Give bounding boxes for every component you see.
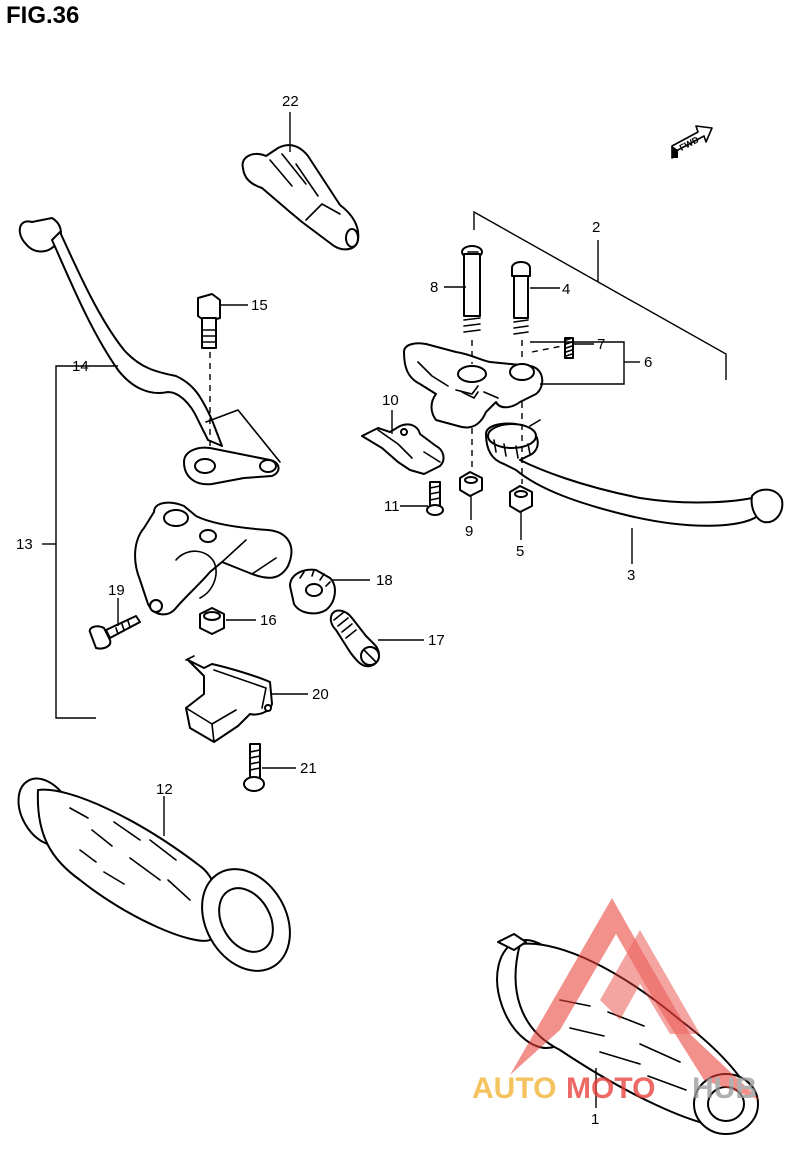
callout-22: 22	[282, 93, 299, 110]
part-14-clutch-lever	[18, 217, 281, 486]
callout-15: 15	[251, 297, 268, 314]
part-4-bolt	[511, 261, 531, 335]
part-19-bolt	[88, 615, 141, 650]
watermark-moto: MOTO	[566, 1072, 655, 1105]
callout-5: 5	[516, 543, 524, 560]
callout-14: 14	[72, 358, 89, 375]
part-6-brake-lever-holder	[403, 342, 544, 429]
callout-9: 9	[465, 523, 473, 540]
callout-21: 21	[300, 760, 317, 777]
callout-17: 17	[428, 632, 445, 649]
fwd-arrow-icon: FWD	[671, 125, 713, 159]
part-18-adjuster-nut	[289, 568, 336, 615]
part-21-screw	[243, 743, 265, 792]
watermark-auto: AUTO	[472, 1072, 556, 1105]
callout-7: 7	[597, 336, 605, 353]
leader-lines	[42, 112, 727, 1108]
callout-2: 2	[592, 219, 600, 236]
callout-4: 4	[562, 281, 570, 298]
callout-6: 6	[644, 354, 652, 371]
part-12-left-grip	[17, 777, 291, 972]
watermark-logo: AUTO MOTO HUB	[472, 898, 760, 1105]
part-16-nut	[199, 607, 225, 635]
callout-1: 1	[591, 1111, 599, 1128]
callout-19: 19	[108, 582, 125, 599]
part-9-nut	[459, 471, 483, 497]
part-3-brake-lever	[485, 419, 784, 527]
callout-labels: 22 2 8 4 7 6 15 14 10 11 9 5 3 13 18 19 …	[16, 93, 652, 1128]
part-5-nut	[509, 485, 533, 513]
part-7-spring	[564, 337, 574, 359]
watermark-triangle-icon	[510, 898, 760, 1100]
watermark-hub: HUB	[692, 1072, 757, 1105]
part-22-lever-cover	[241, 144, 360, 251]
callout-16: 16	[260, 612, 277, 629]
callout-13: 13	[16, 536, 33, 553]
part-20-clutch-switch	[185, 655, 273, 743]
callout-18: 18	[376, 572, 393, 589]
part-15-pivot-bolt	[197, 293, 221, 450]
part-11-screw	[426, 481, 444, 516]
callout-8: 8	[430, 279, 438, 296]
callout-3: 3	[627, 567, 635, 584]
figure-title: FIG.36	[6, 2, 80, 29]
callout-12: 12	[156, 781, 173, 798]
part-17-adjuster-bolt	[329, 609, 380, 668]
callout-10: 10	[382, 392, 399, 409]
callout-11: 11	[384, 498, 400, 515]
part-10-brake-switch	[361, 423, 445, 475]
callout-20: 20	[312, 686, 329, 703]
part-8-pivot-bolt	[461, 245, 483, 333]
part-13-lever-holder	[134, 501, 293, 616]
assembly-lines	[471, 340, 563, 484]
